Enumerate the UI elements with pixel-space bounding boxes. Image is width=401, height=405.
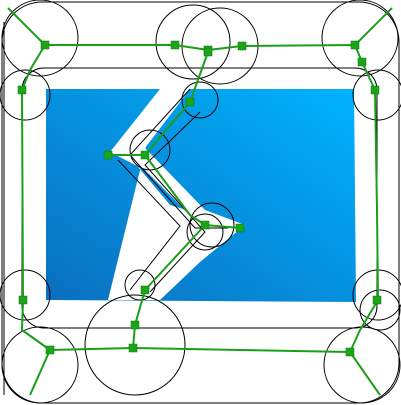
mesh-node-21 <box>203 47 213 57</box>
mesh-circle-1 <box>1 0 79 77</box>
spoke-bottom-left <box>29 349 51 396</box>
mesh-circle-17 <box>359 289 401 331</box>
spoke-top-right <box>354 7 393 46</box>
blue-gradient-region <box>46 89 356 302</box>
mesh-circle-4 <box>323 326 401 404</box>
mesh-node-16 <box>103 150 113 160</box>
mesh-circle-15 <box>84 294 186 396</box>
spoke-top-left <box>7 7 46 46</box>
node-layer <box>17 40 382 357</box>
mesh-node-6 <box>357 57 367 67</box>
loop-path <box>21 44 379 353</box>
mesh-node-20 <box>130 320 140 330</box>
mesh-circle-9 <box>155 4 231 80</box>
mesh-circle-14 <box>186 213 224 251</box>
chevron-outline-mid <box>144 111 206 293</box>
mesh-circle-12 <box>129 129 171 171</box>
mesh-node-13 <box>17 85 27 95</box>
mesh-node-10 <box>128 343 138 353</box>
chevron-outline-upper <box>129 88 228 229</box>
mesh-circle-2 <box>321 0 399 77</box>
mesh-circle-6 <box>352 69 401 121</box>
mesh-node-8 <box>372 295 382 305</box>
mesh-node-1 <box>40 40 50 50</box>
chevron-outline-lower <box>117 159 181 291</box>
mesh-circle-16 <box>124 269 156 301</box>
mesh-node-9 <box>345 347 355 357</box>
mesh-node-18 <box>235 223 245 233</box>
mesh-node-11 <box>45 345 55 355</box>
mesh-node-15 <box>140 150 150 160</box>
mesh-node-14 <box>185 97 195 107</box>
mesh-node-17 <box>200 220 210 230</box>
mesh-circle-5 <box>0 69 51 121</box>
green-path-layer <box>7 7 393 396</box>
spoke-bottom-right <box>349 351 381 396</box>
mesh-node-19 <box>140 285 150 295</box>
mesh-node-5 <box>350 40 360 50</box>
blue-region-layer <box>46 89 356 302</box>
mesh-circle-7 <box>0 269 51 321</box>
mesh-node-2 <box>170 40 180 50</box>
mesh-node-12 <box>18 295 28 305</box>
mesh-node-4 <box>237 41 247 51</box>
mesh-circle-13 <box>189 202 235 248</box>
mesh-node-7 <box>370 85 380 95</box>
chevron-path <box>107 51 241 349</box>
mesh-circle-11 <box>181 81 219 119</box>
mesh-circle-3 <box>1 326 79 404</box>
